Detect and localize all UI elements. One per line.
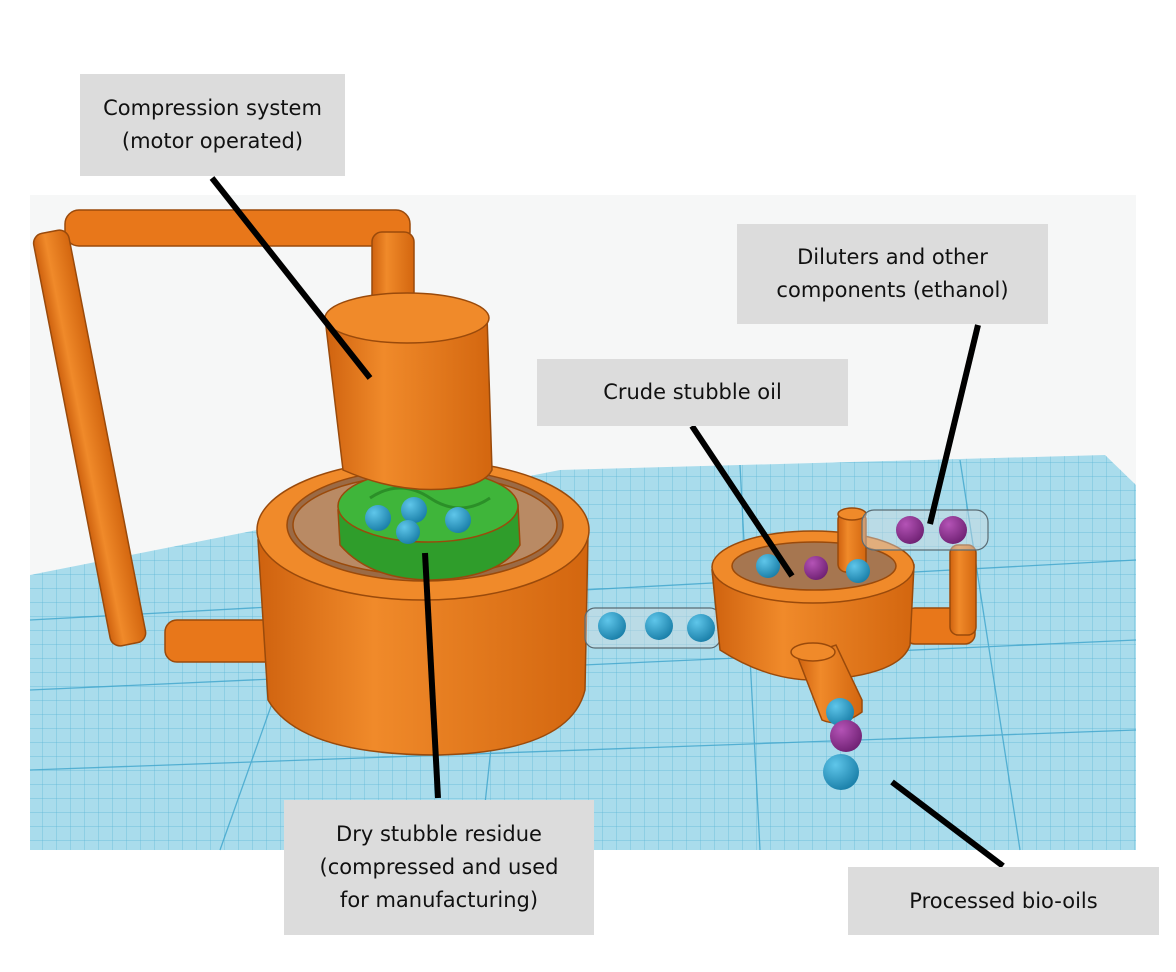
leader-bio-oils bbox=[890, 779, 1005, 869]
diluter-tube bbox=[861, 509, 989, 551]
compression-tank bbox=[256, 459, 590, 756]
callout-dry-stubble-residue: Dry stubble residue (compressed and used… bbox=[284, 800, 594, 935]
leader-crude-oil bbox=[689, 424, 795, 578]
callout-compression-system: Compression system (motor operated) bbox=[80, 74, 345, 176]
leader-dry-residue bbox=[422, 552, 441, 799]
motor-cylinder bbox=[324, 292, 493, 491]
compressed-residue-balls bbox=[365, 497, 471, 544]
crude-oil-balls bbox=[756, 554, 870, 583]
leader-diluters bbox=[927, 324, 981, 525]
leader-lines bbox=[209, 176, 1005, 869]
leader-compression bbox=[209, 176, 373, 380]
callout-diluters: Diluters and other components (ethanol) bbox=[737, 224, 1048, 324]
callout-crude-stubble-oil: Crude stubble oil bbox=[537, 359, 848, 426]
callout-processed-bio-oils: Processed bio-oils bbox=[848, 867, 1159, 935]
transfer-tube bbox=[584, 607, 721, 649]
bio-oil-droplets bbox=[823, 698, 862, 790]
